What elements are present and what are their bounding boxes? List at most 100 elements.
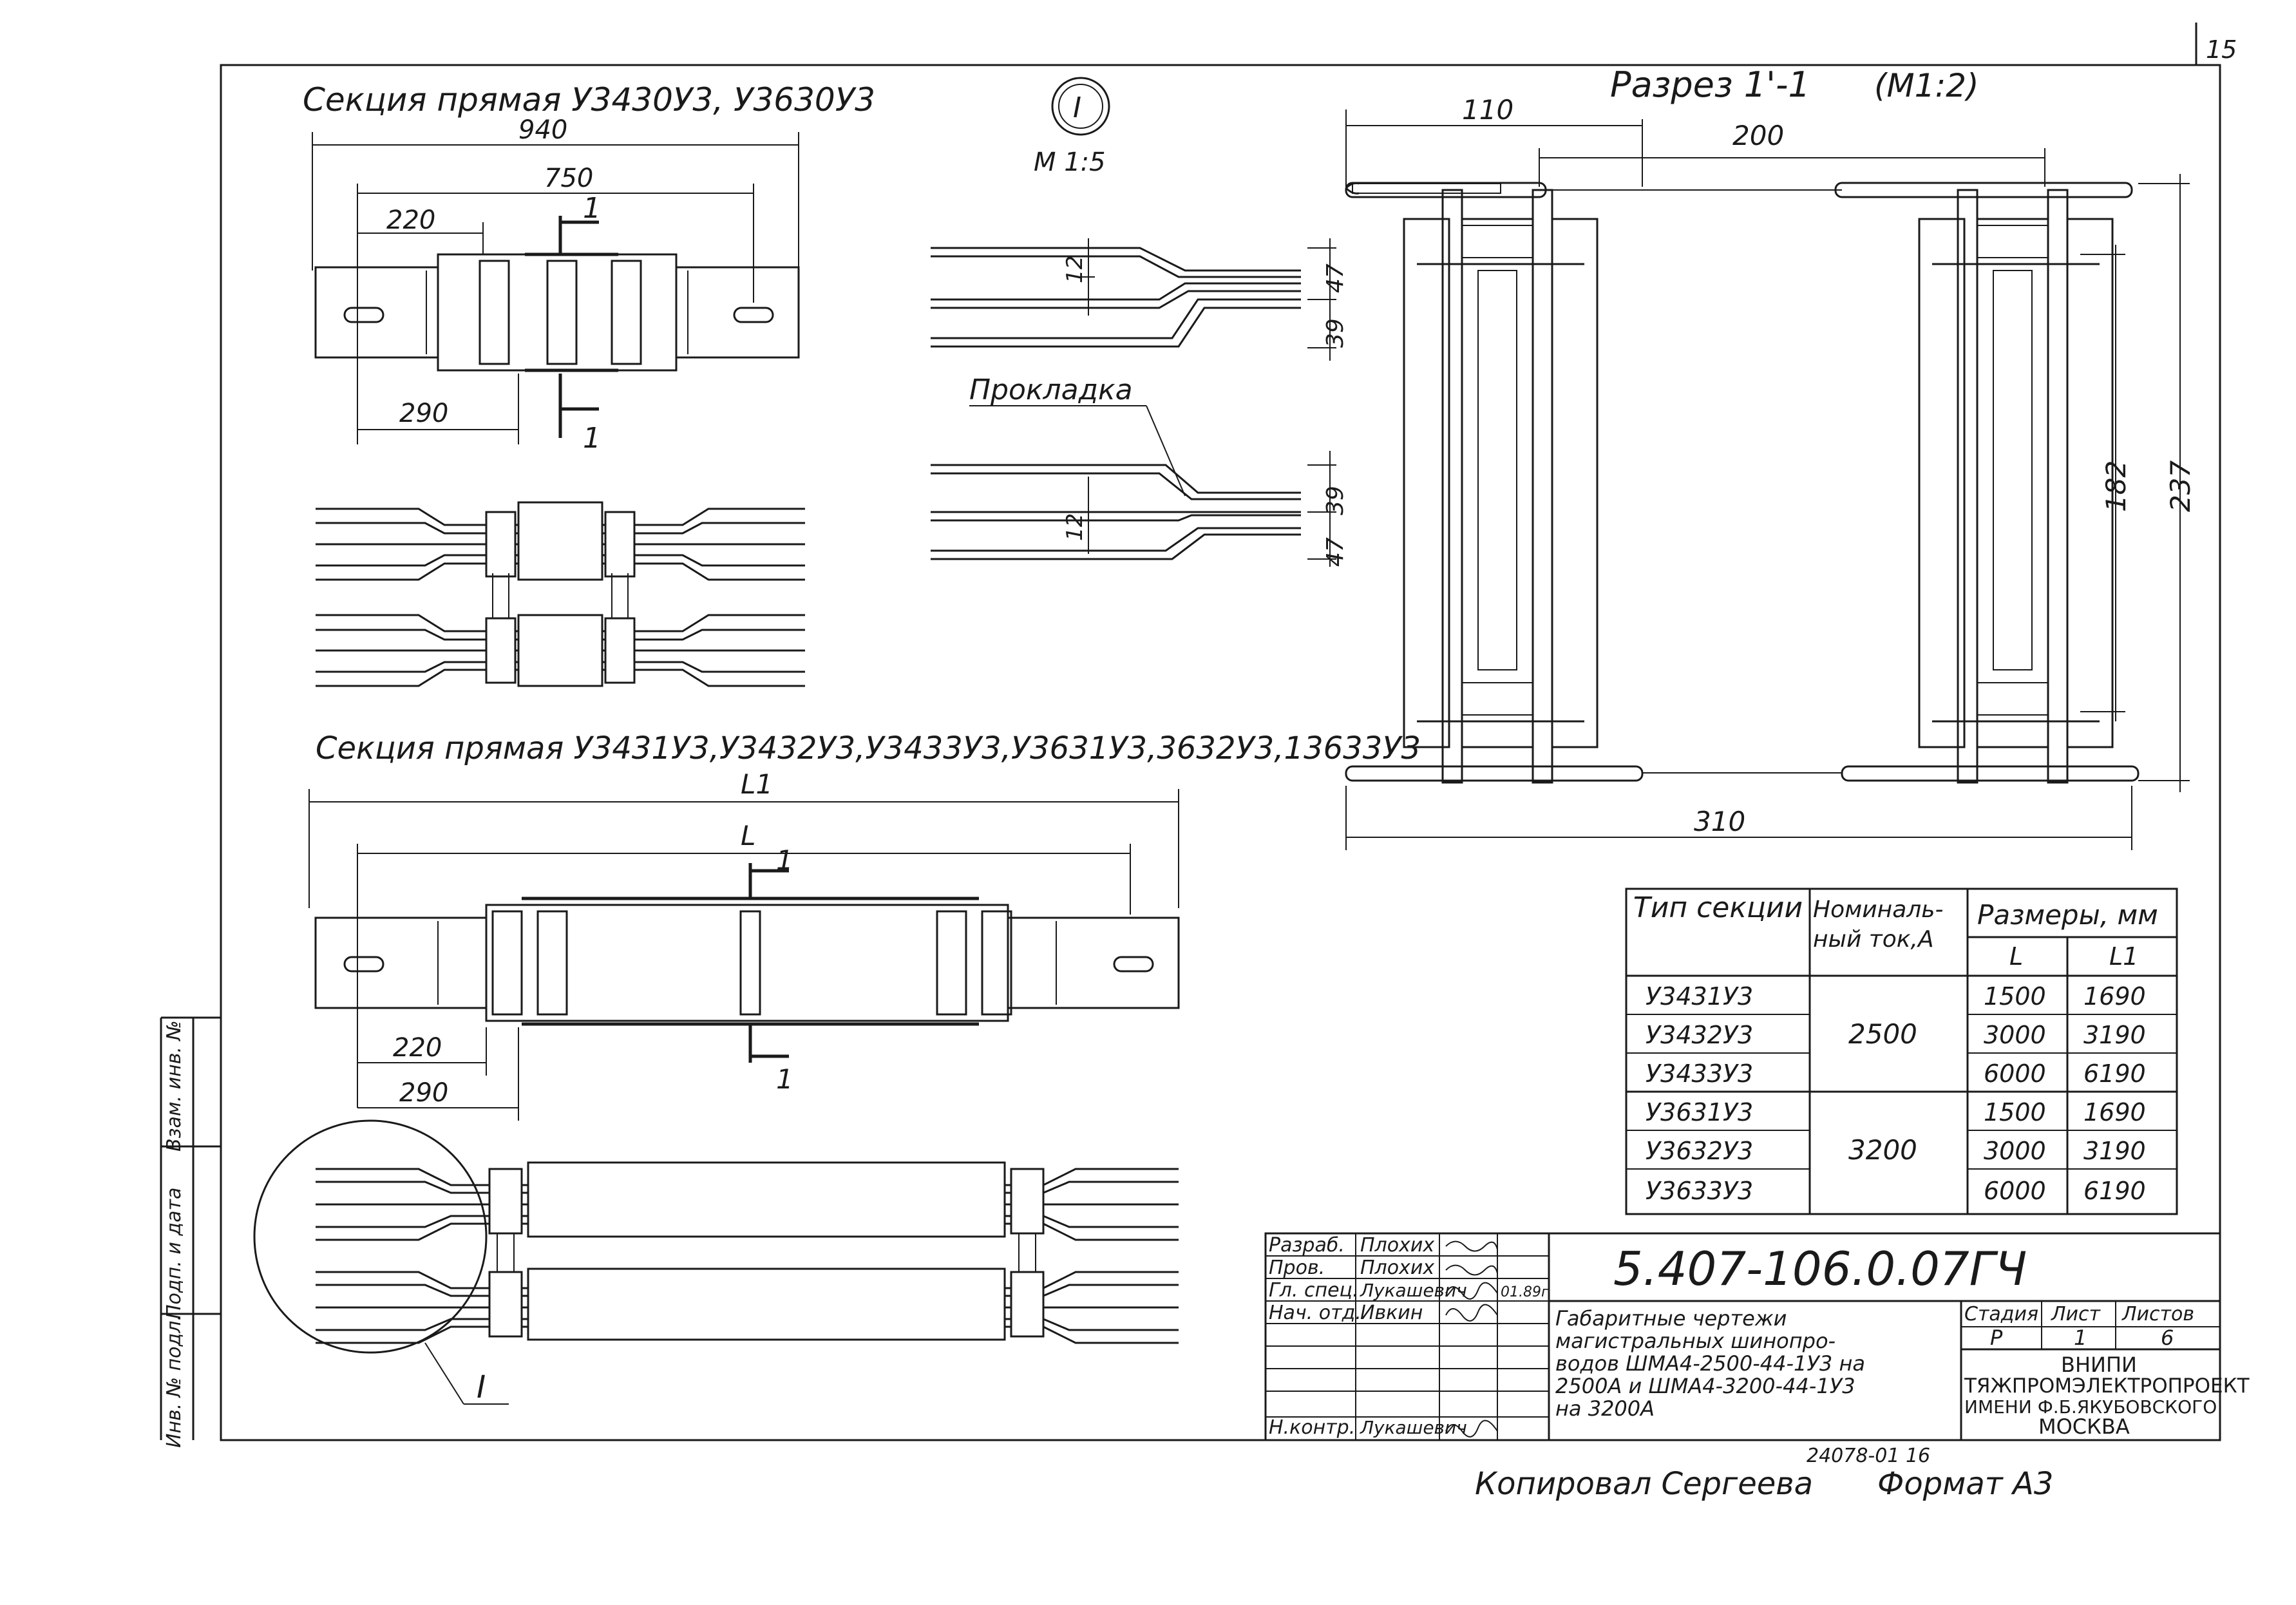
tb-name: Ивкин bbox=[1360, 1302, 1423, 1324]
format: Формат А3 bbox=[1877, 1466, 2053, 1502]
table-cell-type: У3432У3 bbox=[1646, 1021, 1753, 1049]
spec-table bbox=[1625, 888, 2178, 1215]
doc-description-line: Габаритные чертежи bbox=[1555, 1306, 1787, 1331]
dim-39-lower: 39 bbox=[1322, 486, 1349, 515]
org-line: ТЯЖПРОМЭЛЕКТРОПРОЕКТ bbox=[1964, 1374, 2250, 1398]
middle-section-body bbox=[314, 897, 1180, 1026]
tb-sheets: 6 bbox=[2161, 1325, 2174, 1350]
org-line: ИМЕНИ Ф.Б.ЯКУБОВСКОГО bbox=[1964, 1396, 2217, 1418]
top-section-title: Секция прямая У3430У3, У3630У3 bbox=[303, 81, 875, 119]
table-cell-L1: 1690 bbox=[2083, 1098, 2146, 1126]
table-cell-current: 2500 bbox=[1848, 1018, 1917, 1050]
dim-750: 750 bbox=[544, 164, 593, 193]
tb-role: Н.контр. bbox=[1269, 1416, 1355, 1439]
title-block bbox=[1264, 1232, 2221, 1441]
table-cell-L1: 3190 bbox=[2083, 1137, 2146, 1165]
archive-number: 24078-01 16 bbox=[1807, 1445, 1930, 1467]
detail-busbars-lower bbox=[931, 464, 1301, 560]
dim-940: 940 bbox=[518, 115, 567, 145]
detail-marker: I bbox=[1073, 91, 1081, 124]
doc-description-line: водов ШМА4-2500-44-1У3 на bbox=[1555, 1351, 1865, 1376]
tb-name: Плохих bbox=[1360, 1234, 1434, 1257]
tb-sheet: 1 bbox=[2074, 1325, 2087, 1350]
table-cell-L1: 3190 bbox=[2083, 1021, 2146, 1049]
doc-code: 5.407-106.0.07ГЧ bbox=[1613, 1242, 2027, 1296]
dim-182: 182 bbox=[2100, 461, 2132, 512]
detail-busbars-upper bbox=[931, 247, 1301, 348]
section-view-title: Разрез 1'-1 bbox=[1610, 64, 1810, 105]
stamp-col-replace: Взам. инв. № bbox=[163, 1020, 185, 1152]
tb-name: Лукашевич bbox=[1360, 1417, 1467, 1438]
tb-sheet-label: Лист bbox=[2051, 1303, 2102, 1325]
dim-220: 220 bbox=[386, 205, 435, 235]
tb-stage: Р bbox=[1990, 1325, 2003, 1350]
dim-290-mid: 290 bbox=[399, 1078, 448, 1108]
copied-by: Копировал Сергеева bbox=[1475, 1466, 1813, 1502]
side-stamp: Взам. инв. № Подп. и дата Инв. № подл. bbox=[160, 1016, 221, 1448]
tb-role: Разраб. bbox=[1269, 1234, 1345, 1257]
table-cell-type: У3632У3 bbox=[1646, 1137, 1753, 1165]
section-mark-mid-a: 1 bbox=[776, 844, 793, 876]
org-line: ВНИПИ bbox=[2061, 1353, 2137, 1377]
dim-110: 110 bbox=[1462, 94, 1513, 126]
detail-marker-bottom: I bbox=[477, 1369, 486, 1405]
dim-12-upper: 12 bbox=[1062, 256, 1088, 283]
table-cell-type: У3433У3 bbox=[1646, 1059, 1753, 1088]
doc-description-line: магистральных шинопро- bbox=[1555, 1329, 1836, 1353]
table-cell-L: 3000 bbox=[1984, 1021, 2046, 1049]
dim-220-mid: 220 bbox=[393, 1033, 442, 1063]
table-cell-L: 6000 bbox=[1984, 1177, 2046, 1205]
dim-200: 200 bbox=[1732, 120, 1784, 151]
section-mark-top-a: 1 bbox=[583, 192, 601, 225]
table-cell-type: У3631У3 bbox=[1646, 1098, 1753, 1126]
table-cell-type: У3431У3 bbox=[1646, 982, 1753, 1011]
plan-view-bottom bbox=[316, 1161, 1179, 1344]
doc-description-line: 2500А и ШМА4-3200-44-1У3 bbox=[1555, 1374, 1855, 1398]
signatures bbox=[1445, 1240, 1498, 1438]
dim-39-upper: 39 bbox=[1322, 318, 1349, 348]
tb-role: Пров. bbox=[1269, 1257, 1325, 1279]
dim-12-lower: 12 bbox=[1062, 513, 1088, 541]
dim-290: 290 bbox=[399, 399, 448, 428]
dim-47-lower: 47 bbox=[1322, 537, 1349, 567]
plan-view-top bbox=[316, 501, 805, 687]
page-number: 15 bbox=[2206, 35, 2237, 64]
table-header-L: L bbox=[2009, 942, 2023, 971]
dim-47-upper: 47 bbox=[1322, 263, 1349, 293]
stamp-col-sign: Подп. и дата bbox=[163, 1188, 185, 1319]
gasket-label: Прокладка bbox=[969, 374, 1133, 406]
table-cell-L1: 1690 bbox=[2083, 982, 2146, 1011]
table-cell-L: 1500 bbox=[1984, 1098, 2046, 1126]
tb-role: Гл. спец. bbox=[1269, 1279, 1358, 1302]
table-header-L1: L1 bbox=[2109, 942, 2138, 971]
dim-237: 237 bbox=[2165, 461, 2196, 512]
table-cell-L: 1500 bbox=[1984, 982, 2046, 1011]
table-cell-type: У3633У3 bbox=[1646, 1177, 1753, 1205]
table-header-current: Номиналь-ный ток,А bbox=[1813, 897, 1944, 953]
tb-name: Лукашевич bbox=[1360, 1280, 1467, 1301]
detail-scale: М 1:5 bbox=[1034, 147, 1106, 177]
table-cell-L: 3000 bbox=[1984, 1137, 2046, 1165]
section-mark-top-b: 1 bbox=[583, 422, 601, 455]
doc-description-line: на 3200А bbox=[1555, 1396, 1655, 1421]
org-line: МОСКВА bbox=[2038, 1414, 2130, 1439]
tb-date: 01.89г bbox=[1501, 1284, 1549, 1300]
stamp-col-inv: Инв. № подл. bbox=[163, 1315, 185, 1448]
table-cell-L: 6000 bbox=[1984, 1059, 2046, 1088]
tb-role: Нач. отд. bbox=[1269, 1302, 1361, 1324]
dim-L: L bbox=[741, 820, 755, 851]
middle-section-title: Секция прямая У3431У3,У3432У3,У3433У3,У3… bbox=[316, 730, 1421, 766]
tb-sheets-label: Листов bbox=[2121, 1303, 2194, 1325]
enclosure-section bbox=[1345, 182, 2139, 784]
drawing-frame bbox=[220, 64, 2221, 1441]
table-cell-current: 3200 bbox=[1848, 1134, 1917, 1166]
tb-stage-label: Стадия bbox=[1964, 1303, 2038, 1325]
table-cell-L1: 6190 bbox=[2083, 1177, 2146, 1205]
section-view-scale: (М1:2) bbox=[1874, 67, 1979, 104]
section-mark-mid-b: 1 bbox=[776, 1063, 793, 1095]
table-header-sizes: Размеры, мм bbox=[1977, 899, 2158, 931]
detail-circle bbox=[253, 1119, 488, 1354]
tb-name: Плохих bbox=[1360, 1257, 1434, 1279]
dim-310: 310 bbox=[1694, 806, 1745, 837]
